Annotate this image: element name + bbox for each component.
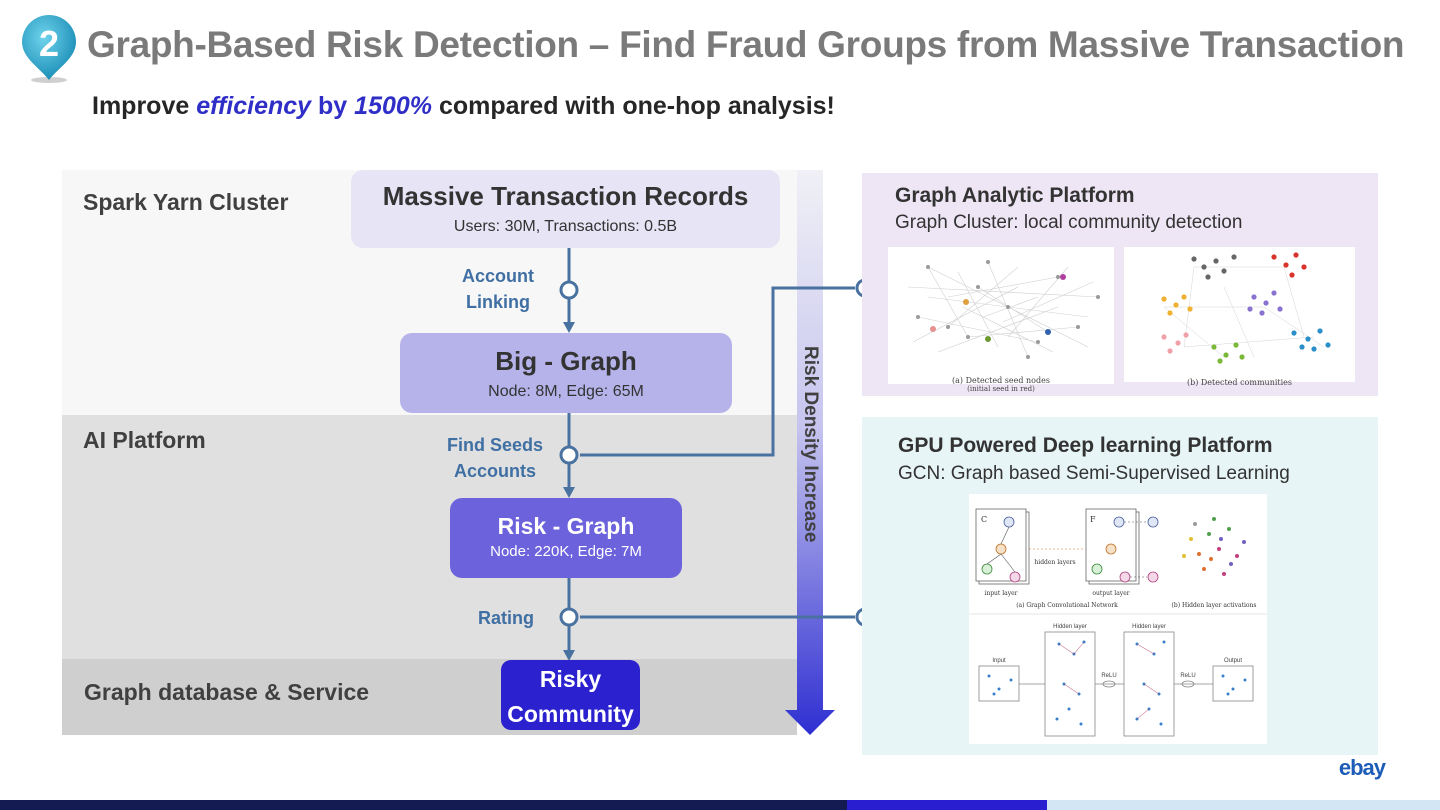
- svg-text:Hidden layer: Hidden layer: [1132, 624, 1166, 630]
- risk-density-label-wrap: Risk Density Increase: [798, 346, 822, 546]
- page-title: Graph-Based Risk Detection – Find Fraud …: [87, 24, 1405, 65]
- seed-nodes-caption-note: (initial seed in red): [967, 385, 1035, 393]
- svg-text:ReLU: ReLU: [1180, 673, 1195, 679]
- svg-text:2: 2: [39, 23, 59, 64]
- seed-nodes-caption: (a) Detected seed nodes: [952, 376, 1050, 385]
- svg-text:Input: Input: [992, 658, 1006, 664]
- svg-text:Output: Output: [1224, 658, 1242, 664]
- seed-nodes-figure: (a) Detected seed nodes (initial seed in…: [888, 247, 1114, 393]
- massive-transaction-records-box: Massive Transaction Records Users: 30M, …: [351, 170, 780, 248]
- gcn-figure: C hidden layers F input layer output lay…: [969, 494, 1267, 744]
- footer-bar-light: [1047, 800, 1440, 810]
- risky-community-box: Risky Community: [501, 660, 640, 730]
- seed-nodes-network: [907, 260, 1100, 359]
- communities-figure: (b) Detected communities: [1124, 247, 1355, 387]
- gpu-panel-title: GPU Powered Deep learning Platform: [898, 434, 1273, 457]
- graph-analytic-subtitle: Graph Cluster: local community detection: [895, 212, 1243, 233]
- risk-density-label: Risk Density Increase: [800, 346, 821, 543]
- graphdb-layer-band: [62, 659, 797, 735]
- svg-text:Hidden layer: Hidden layer: [1053, 624, 1087, 630]
- spark-layer-label: Spark Yarn Cluster: [83, 189, 289, 215]
- page-subtitle: Improve efficiency by 1500% compared wit…: [92, 92, 835, 120]
- step-rating: Rating: [478, 608, 534, 628]
- risk-graph-box: Risk - Graph Node: 220K, Edge: 7M: [450, 498, 682, 578]
- svg-text:C: C: [981, 515, 987, 524]
- step-number-badge: 2: [22, 15, 76, 83]
- svg-text:input layer: input layer: [984, 590, 1017, 597]
- svg-text:(a) Graph Convolutional Networ: (a) Graph Convolutional Network: [1016, 602, 1118, 609]
- gpu-panel-subtitle: GCN: Graph based Semi-Supervised Learnin…: [898, 463, 1290, 484]
- svg-text:F: F: [1090, 515, 1096, 524]
- svg-text:ReLU: ReLU: [1101, 673, 1116, 679]
- footer-bar-blue: [847, 800, 1047, 810]
- big-graph-box: Big - Graph Node: 8M, Edge: 65M: [400, 333, 732, 413]
- svg-text:(b) Hidden layer activations: (b) Hidden layer activations: [1172, 602, 1257, 609]
- footer-bar-dark: [0, 800, 847, 810]
- gcn-diagram: C hidden layers F input layer output lay…: [969, 508, 1267, 737]
- svg-text:hidden layers: hidden layers: [1034, 559, 1075, 566]
- graph-analytic-title: Graph Analytic Platform: [895, 184, 1135, 207]
- ai-layer-label: AI Platform: [83, 427, 206, 453]
- graphdb-layer-label: Graph database & Service: [84, 679, 370, 705]
- communities-caption: (b) Detected communities: [1186, 378, 1293, 387]
- svg-text:output layer: output layer: [1092, 590, 1129, 597]
- communities-network: [1161, 252, 1331, 364]
- ebay-logo: ebay: [1338, 755, 1386, 780]
